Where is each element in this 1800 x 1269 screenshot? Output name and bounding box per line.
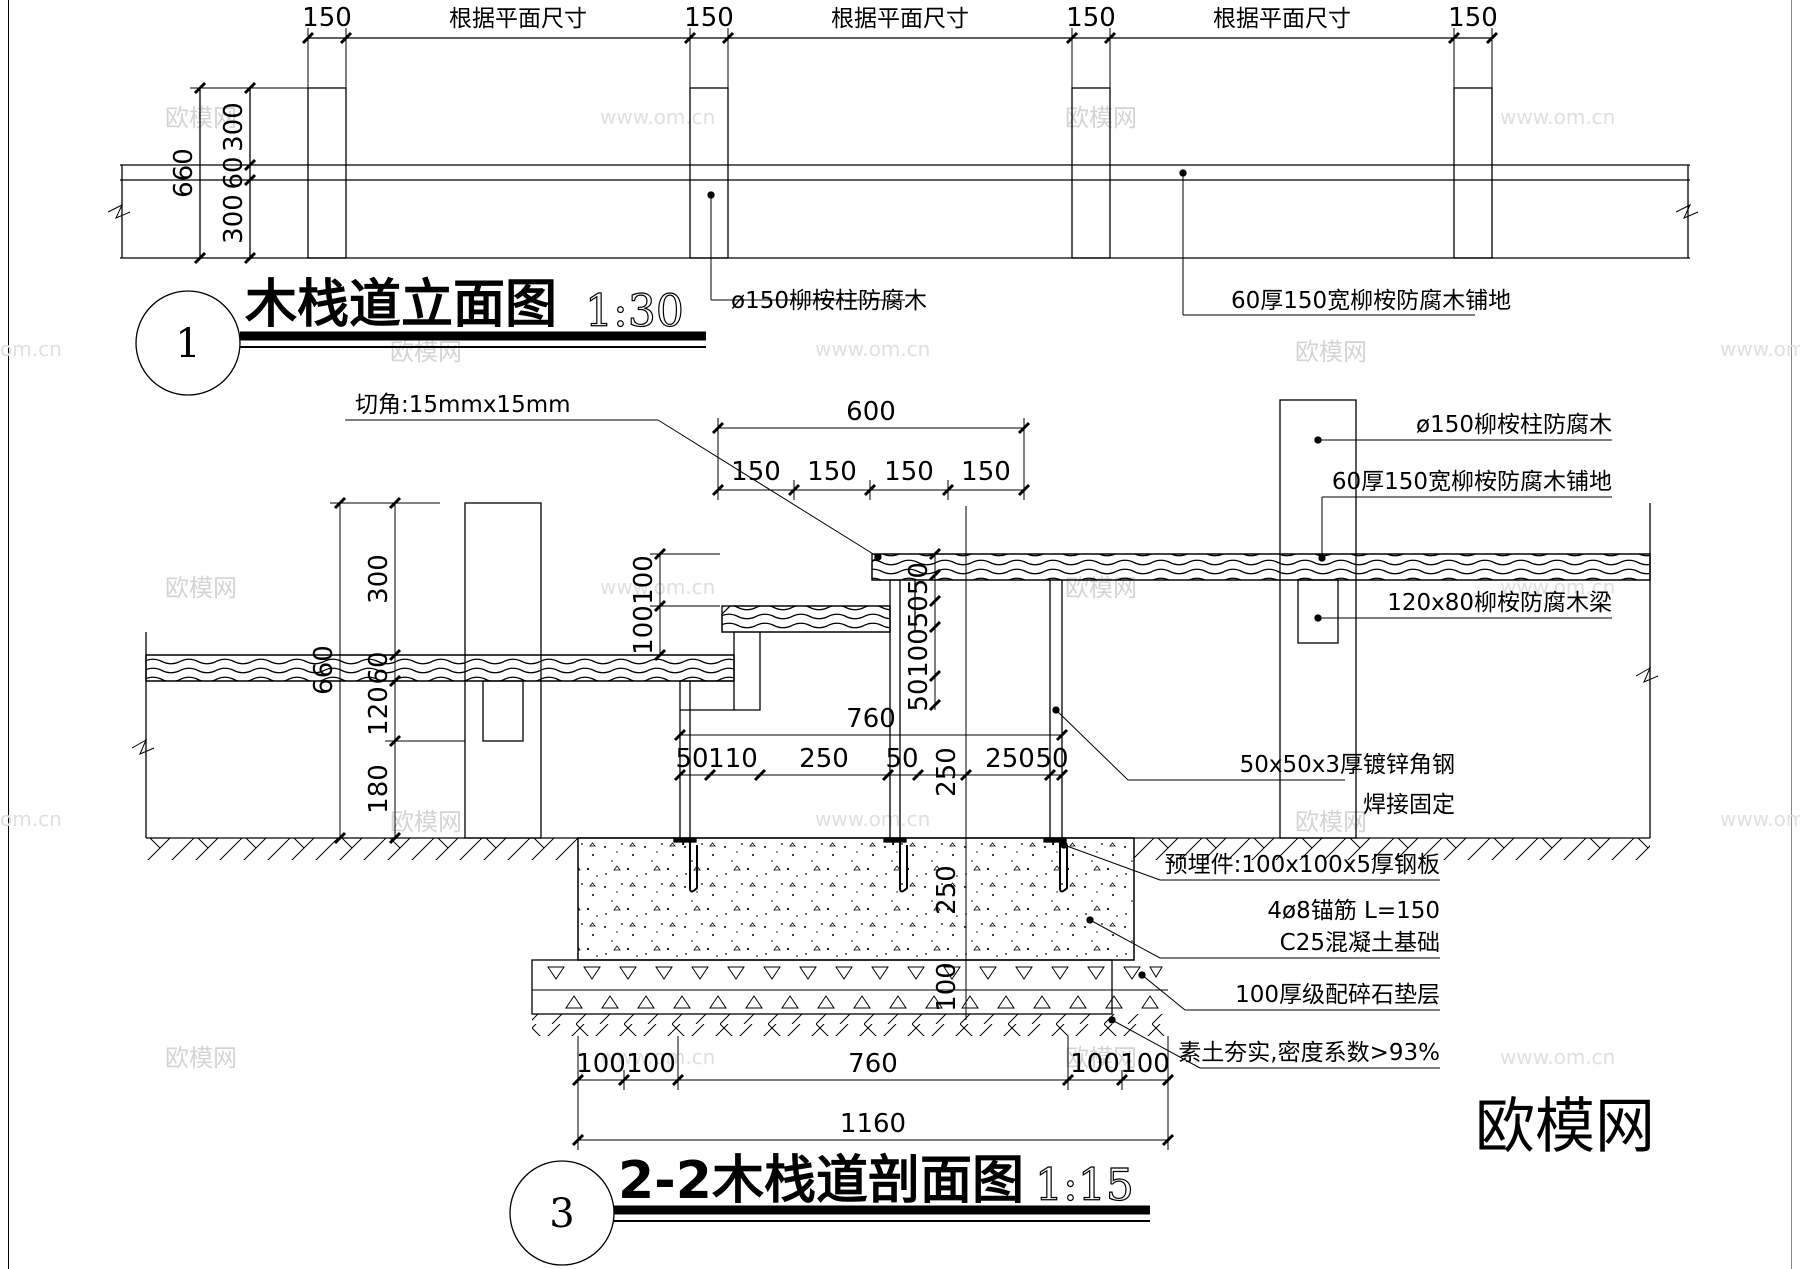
elevation-view [107, 28, 1699, 396]
watermark-url: www.om.cn [600, 1045, 715, 1069]
dim-label: 根据平面尺寸 [1213, 6, 1351, 32]
drawing-number: 3 [549, 1191, 574, 1237]
dim-label: 150 [1066, 3, 1116, 33]
drawing-number: 1 [175, 321, 200, 367]
dim-label: 1160 [840, 1109, 906, 1139]
watermark-logo: 欧模网 [1295, 338, 1367, 366]
watermark-url: www.om.cn [815, 337, 930, 361]
watermark-logo: 欧模网 [390, 808, 462, 836]
dim-label: 760 [848, 1049, 898, 1079]
dim-label: 50 [885, 744, 918, 774]
watermark-url: www.om.cn [600, 105, 715, 129]
watermark-url: www.om.cn [815, 807, 930, 831]
watermark-url: om.cn [0, 807, 62, 831]
note-soil: 素土夯实,密度系数>93% [1178, 1040, 1440, 1066]
dim-label: 120 [364, 686, 394, 736]
dim-label: 150 [1448, 3, 1498, 33]
dim-label: 250 [932, 865, 962, 915]
dim-label: 150 [884, 457, 934, 487]
dim-label: 660 [309, 645, 339, 695]
dim-label: 150 [302, 3, 352, 33]
dim-label: 根据平面尺寸 [449, 6, 587, 32]
dim-label: 50 [1035, 744, 1068, 774]
dim-label: 60 [219, 156, 249, 189]
dim-label: 100 [629, 605, 659, 655]
note-post: ø150柳桉柱防腐木 [731, 288, 927, 314]
watermark-url: www.om.cn [1720, 807, 1800, 831]
note-chamfer: 切角:15mmx15mm [355, 392, 571, 418]
section-labels: 切角:15mmx15mm 600 150 150 150 150 660 300… [309, 392, 1655, 1237]
watermark-logo: 欧模网 [1295, 808, 1367, 836]
dim-label: 300 [219, 194, 249, 244]
drawing-title: 木栈道立面图 [245, 275, 557, 335]
drawing-frame [8, 0, 1792, 1269]
watermark-url: www.om.cn [1720, 337, 1800, 361]
dim-label: 150 [731, 457, 781, 487]
dim-label: 600 [846, 397, 896, 427]
dim-label: 100 [626, 1049, 676, 1079]
watermark-logo: 欧模网 [1475, 1092, 1655, 1162]
elevation-labels: 150 150 150 150 根据平面尺寸 根据平面尺寸 根据平面尺寸 660… [169, 3, 1511, 367]
watermark-url: om.cn [0, 337, 62, 361]
dim-label: 100 [932, 962, 962, 1012]
watermark-url: www.om.cn [600, 575, 715, 599]
dim-label: 250 [985, 744, 1035, 774]
dim-label: 50 [675, 744, 708, 774]
dim-label: 1005050 [904, 562, 934, 678]
note-beam: 120x80柳桉防腐木梁 [1387, 590, 1612, 616]
watermark-logo: 欧模网 [165, 1044, 237, 1072]
watermark-url: www.om.cn [1500, 1045, 1615, 1069]
dim-label: 100 [629, 555, 659, 605]
dim-label: 300 [219, 102, 249, 152]
watermark-url: www.om.cn [1500, 105, 1615, 129]
note-plate: 预埋件:100x100x5厚钢板 [1165, 852, 1440, 878]
dim-label: 300 [364, 554, 394, 604]
note-gravel: 100厚级配碎石垫层 [1235, 982, 1440, 1008]
watermark-logo: 欧模网 [1065, 104, 1137, 132]
dim-label: 100 [576, 1049, 626, 1079]
dim-label: 150 [807, 457, 857, 487]
note-anchor: 4ø8锚筋 L=150 [1267, 898, 1440, 924]
dim-label: 250 [932, 747, 962, 797]
dim-label: 250 [799, 744, 849, 774]
watermark-logo: 欧模网 [1065, 1044, 1137, 1072]
dim-label: 100 [1120, 1049, 1170, 1079]
section-view [131, 399, 1659, 1266]
drawing-title: 2-2木栈道剖面图 [618, 1151, 1024, 1211]
dim-label: 根据平面尺寸 [831, 6, 969, 32]
dim-label: 150 [961, 457, 1011, 487]
note-deck: 60厚150宽柳桉防腐木铺地 [1332, 469, 1612, 495]
note-weld: 焊接固定 [1363, 792, 1455, 818]
watermark-logo: 欧模网 [390, 338, 462, 366]
note-concrete: C25混凝土基础 [1280, 930, 1440, 956]
note-post: ø150柳桉柱防腐木 [1416, 412, 1612, 438]
dim-label: 150 [684, 3, 734, 33]
dim-label: 60 [364, 651, 394, 684]
drawing-scale: 1:30 [585, 286, 684, 337]
drawing-scale: 1:15 [1035, 1160, 1134, 1211]
dim-label: 660 [169, 148, 199, 198]
dim-label: 100 [1070, 1049, 1120, 1079]
dim-label: 50 [904, 678, 934, 711]
dim-label: 110 [708, 744, 758, 774]
note-angle: 50x50x3厚镀锌角钢 [1240, 752, 1455, 778]
dim-label: 180 [364, 764, 394, 814]
watermark-logo: 欧模网 [165, 104, 237, 132]
watermark-logo: 欧模网 [165, 574, 237, 602]
dim-label: 760 [846, 704, 896, 734]
note-deck: 60厚150宽柳桉防腐木铺地 [1231, 288, 1511, 314]
